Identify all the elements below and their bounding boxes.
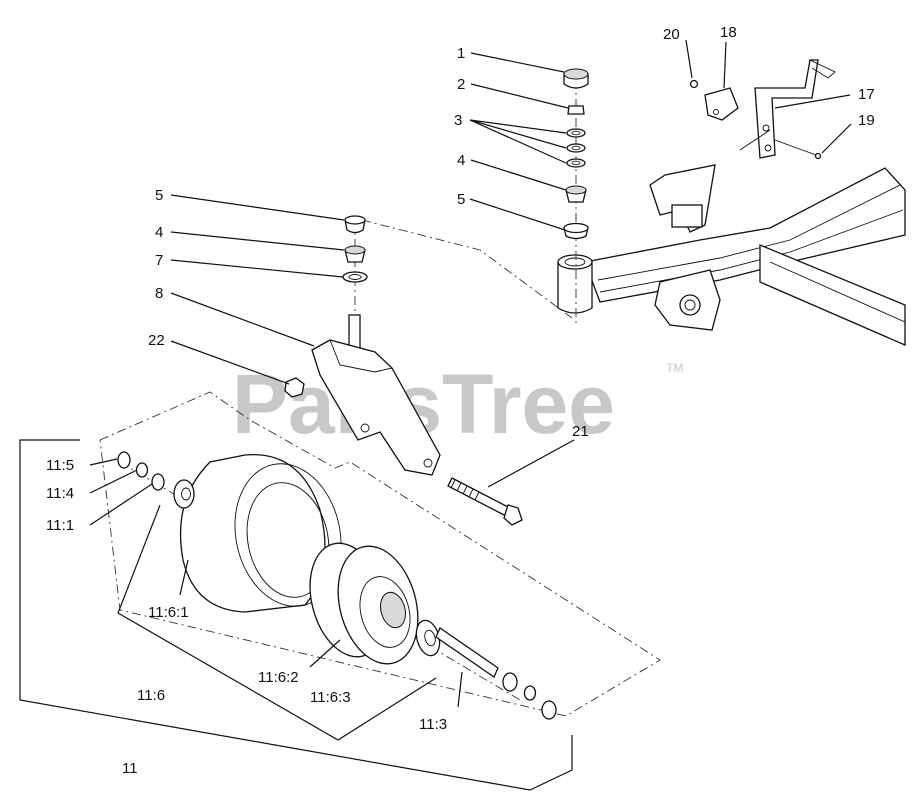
wheel-assembly [99, 391, 661, 720]
fork-8-edge [329, 339, 393, 373]
callout-18: 18 [720, 24, 737, 41]
washer-right [523, 685, 537, 701]
bearing-left-hole [181, 487, 191, 501]
washer-3c-hole [571, 160, 581, 166]
callout-4-lower: 4 [155, 224, 163, 241]
callout-5-lower: 5 [155, 187, 163, 204]
group-bracket-11-6 [117, 504, 437, 741]
watermark-trademark: TM [666, 361, 683, 375]
callout-3: 3 [454, 112, 462, 129]
frame-rail [759, 244, 906, 346]
leader-lines [89, 39, 852, 708]
bolt-21-shank [447, 477, 511, 517]
frame-tube [584, 167, 906, 303]
screw-19-axis [774, 139, 817, 156]
washer-7 [342, 271, 368, 283]
fork-8-body [311, 339, 441, 476]
callout-11-6-1: 11:6:1 [148, 604, 189, 621]
spacer-11-5 [117, 451, 131, 469]
washer-3b-hole [571, 145, 581, 151]
callout-labels: 1 2 3 4 5 5 4 7 8 22 20 18 17 19 21 11:5… [46, 24, 875, 777]
frame-block [671, 204, 703, 228]
frame-plate-hole-inner [684, 299, 696, 311]
callout-21: 21 [572, 423, 589, 440]
bracket-17-tab [809, 59, 836, 79]
callout-4-upper: 4 [457, 152, 465, 169]
caster-socket-bore [564, 257, 586, 267]
callout-11-6: 11:6 [137, 687, 165, 704]
fork-8-hole-right [423, 458, 433, 468]
callout-11-5: 11:5 [46, 457, 74, 474]
wheel-hub-bore [380, 591, 406, 629]
assembly-bracket-11 [19, 439, 573, 791]
callout-11-6-2: 11:6:2 [258, 669, 299, 686]
bracket-17-hole [762, 124, 770, 132]
callout-17: 17 [858, 86, 875, 103]
washer-11-4 [135, 462, 149, 478]
tire-bead [234, 463, 342, 607]
upper-stack [563, 68, 589, 325]
bearing-11-6-3-hole [424, 629, 436, 647]
bolt-21-head [503, 504, 523, 526]
frame-assembly [557, 164, 906, 346]
callout-20: 20 [663, 26, 680, 43]
spacer-right [502, 672, 518, 692]
nut-22 [284, 377, 305, 398]
washer-3a-hole [571, 130, 581, 136]
callout-11-1: 11:1 [46, 517, 74, 534]
bearing-4-lower-top [344, 245, 366, 255]
frame-rail-edge [769, 261, 906, 323]
callout-8: 8 [155, 285, 163, 302]
washer-3b [566, 143, 586, 153]
plate-18 [704, 87, 739, 121]
cup-5-upper-top [563, 222, 589, 234]
cup-5-lower-top [344, 215, 366, 225]
bracket-17 [754, 59, 836, 159]
callout-11-4: 11:4 [46, 485, 74, 502]
callout-19: 19 [858, 112, 875, 129]
tire-rim [246, 482, 330, 598]
bearing-4-upper-top [565, 185, 587, 195]
fork-8-hole-left [360, 423, 370, 433]
washer-3a [566, 128, 586, 138]
nut-2 [567, 105, 585, 115]
nut-20 [689, 79, 699, 89]
screw-19 [814, 152, 822, 160]
wheel-envelope [99, 391, 661, 717]
callout-5-upper: 5 [457, 191, 465, 208]
washer-3c [566, 158, 586, 168]
frame-tube-edge [597, 184, 901, 281]
callout-22: 22 [148, 332, 165, 349]
tire [179, 453, 326, 613]
bracket-17-body [754, 59, 819, 159]
callout-11: 11 [122, 760, 138, 777]
washer-7-hole [348, 274, 362, 280]
callout-2: 2 [457, 76, 465, 93]
bolt-21-thread [450, 479, 480, 501]
bearing-left [173, 479, 195, 509]
fork-to-socket-line [361, 219, 573, 319]
cap-1-top [563, 68, 589, 80]
bracket-axis [739, 129, 771, 151]
frame-plate-hole [679, 294, 701, 316]
wheel-hub-front [337, 545, 419, 665]
plate-18-hole [713, 109, 719, 115]
axle [435, 627, 499, 678]
nut-11-1 [151, 473, 165, 491]
callout-1: 1 [457, 45, 465, 62]
bolt-21 [447, 477, 523, 526]
caster-socket [557, 261, 593, 314]
nut-right [541, 700, 557, 720]
callout-7: 7 [155, 252, 163, 269]
frame-tube-edge-lower [599, 209, 904, 293]
bracket-17-hole-2 [764, 144, 772, 152]
callout-11-6-3: 11:6:3 [310, 689, 351, 706]
wheel-hub-inner [359, 576, 411, 648]
callout-11-3: 11:3 [419, 716, 447, 733]
caster-socket-top [557, 254, 593, 270]
